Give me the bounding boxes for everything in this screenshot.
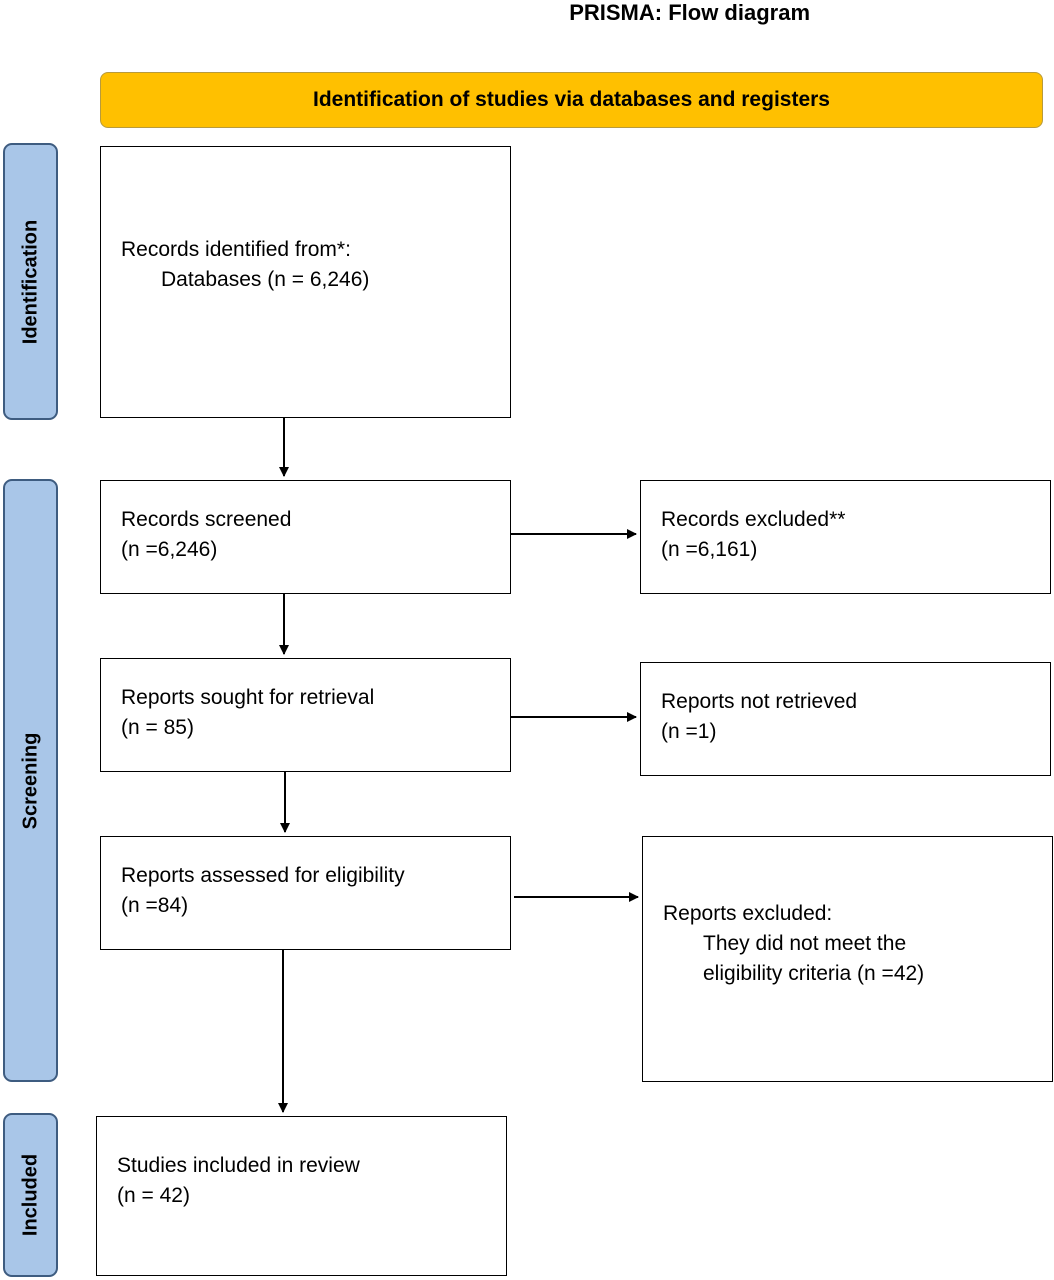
reports-excluded-box: Reports excluded: They did not meet the … [642,836,1053,1082]
reports-excluded-reason-line2: eligibility criteria (n =42) [703,962,925,985]
records-identified-heading: Records identified from*: [121,238,351,261]
phase-identification: Identification [3,143,58,420]
studies-included-heading: Studies included in review [117,1154,360,1177]
reports-excluded-heading: Reports excluded: [663,902,833,925]
records-excluded-box: Records excluded** (n =6,161) [640,480,1051,594]
identification-banner: Identification of studies via databases … [100,72,1043,128]
phase-included: Included [3,1113,58,1277]
reports-not-retrieved-box: Reports not retrieved (n =1) [640,662,1051,776]
reports-sought-heading: Reports sought for retrieval [121,686,375,709]
reports-not-retrieved-heading: Reports not retrieved [661,690,858,713]
studies-included-box: Studies included in review (n = 42) [96,1116,507,1276]
reports-sought-count: (n = 85) [121,716,194,739]
reports-assessed-count: (n =84) [121,894,189,917]
records-excluded-count: (n =6,161) [661,538,758,561]
reports-assessed-heading: Reports assessed for eligibility [121,864,405,887]
phase-screening: Screening [3,479,58,1082]
records-screened-box: Records screened (n =6,246) [100,480,511,594]
page-title: PRISMA: Flow diagram [569,0,810,25]
records-screened-count: (n =6,246) [121,538,218,561]
reports-sought-box: Reports sought for retrieval (n = 85) [100,658,511,772]
records-identified-box: Records identified from*: Databases (n =… [100,146,511,418]
reports-not-retrieved-count: (n =1) [661,720,717,743]
records-excluded-heading: Records excluded** [661,508,846,531]
reports-assessed-box: Reports assessed for eligibility (n =84) [100,836,511,950]
reports-excluded-reason-line1: They did not meet the [703,932,907,955]
records-screened-heading: Records screened [121,508,292,531]
records-identified-count: Databases (n = 6,246) [161,268,370,291]
banner-label: Identification of studies via databases … [313,88,830,111]
studies-included-count: (n = 42) [117,1184,190,1207]
